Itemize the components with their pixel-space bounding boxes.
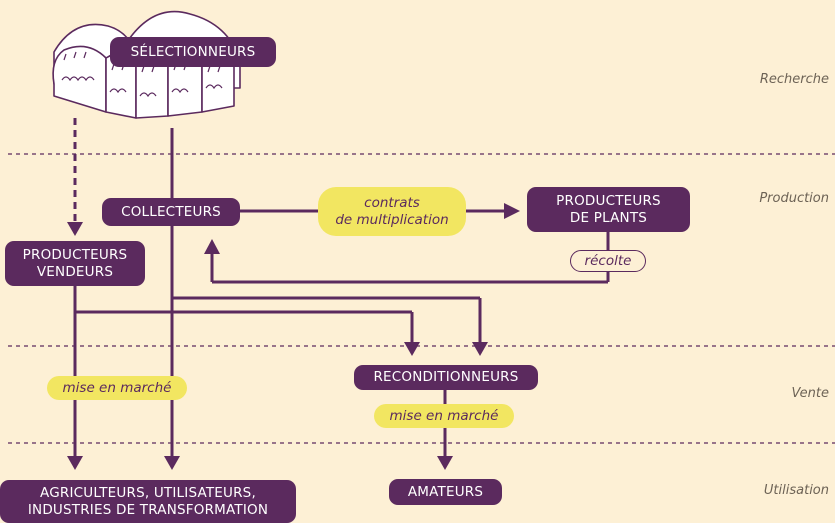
node-producteurs-de-plants: PRODUCTEURS DE PLANTS: [527, 187, 690, 232]
node-selectionneurs: SÉLECTIONNEURS: [110, 37, 276, 67]
node-reconditionneurs: RECONDITIONNEURS: [354, 365, 538, 390]
node-producteurs-vendeurs: PRODUCTEURS VENDEURS: [5, 241, 145, 286]
zone-recherche: Recherche: [759, 72, 829, 87]
node-agriculteurs: AGRICULTEURS, UTILISATEURS, INDUSTRIES D…: [0, 480, 296, 523]
node-collecteurs: COLLECTEURS: [102, 198, 240, 226]
label-contrats-de-multiplication: contrats de multiplication: [318, 187, 466, 236]
zone-vente: Vente: [791, 386, 829, 401]
greenhouse-icon: [52, 10, 241, 119]
node-amateurs: AMATEURS: [389, 479, 502, 505]
zone-utilisation: Utilisation: [763, 483, 829, 498]
label-recolte: récolte: [570, 250, 646, 272]
zone-production: Production: [759, 191, 829, 206]
label-mise-en-marche-left: mise en marché: [47, 376, 187, 400]
label-mise-en-marche-right: mise en marché: [374, 404, 514, 428]
